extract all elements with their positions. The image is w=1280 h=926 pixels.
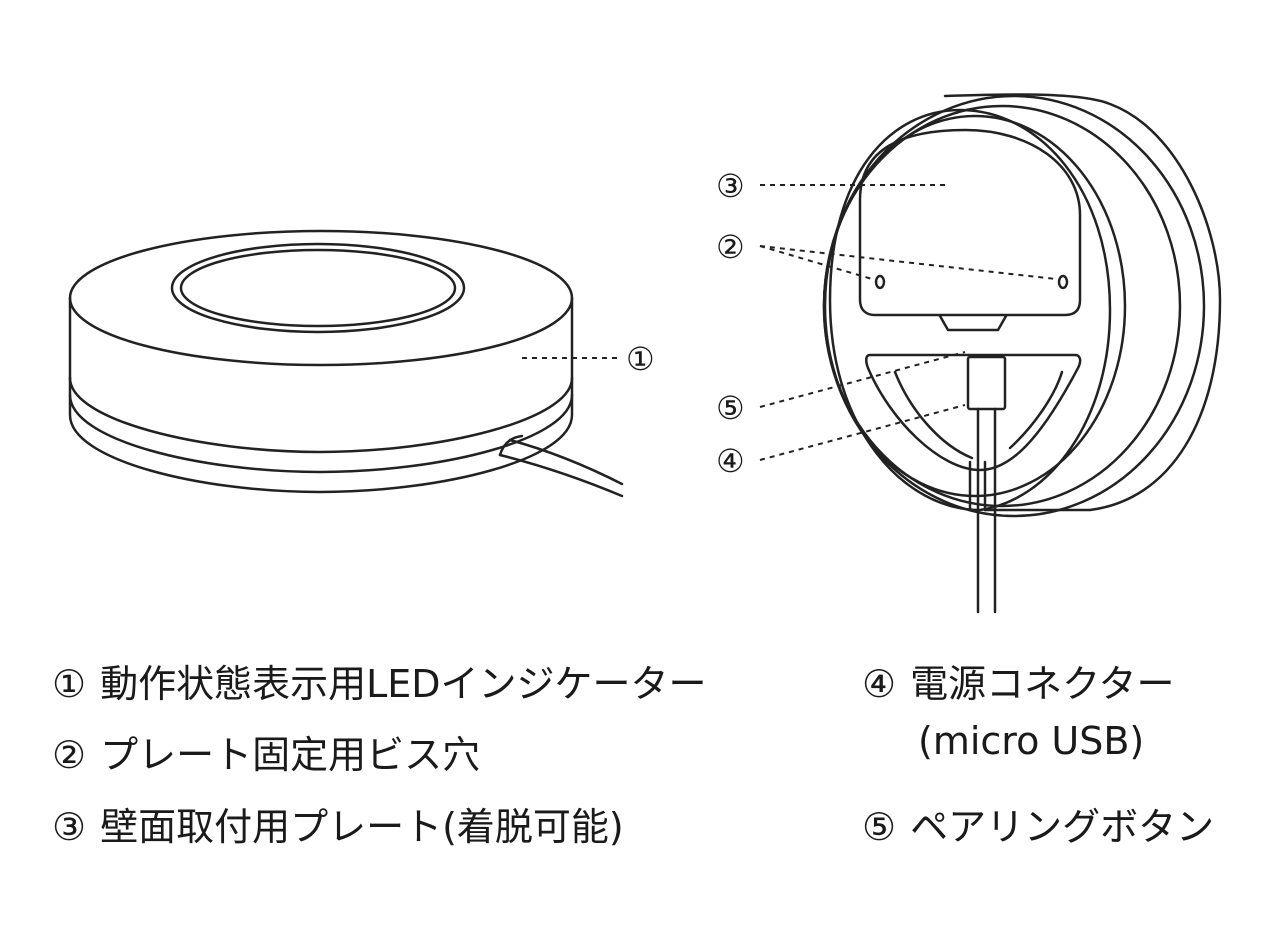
product-diagram: ① ③ ② ⑤ ④ — [68, 93, 1222, 614]
legend-item-5: ⑤ ペアリングボタン — [862, 808, 1214, 846]
device-back-view — [822, 93, 1222, 614]
legend-item-1: ① 動作状態表示用LEDインジケーター — [52, 665, 707, 703]
legend-number: ② — [52, 733, 87, 777]
callout-4: ④ — [716, 442, 745, 480]
legend-label: ペアリングボタン — [910, 805, 1215, 849]
callout-3: ③ — [716, 167, 745, 205]
legend-item-2: ② プレート固定用ビス穴 — [52, 736, 480, 774]
callout-1: ① — [626, 340, 655, 378]
legend-number: ③ — [52, 805, 87, 849]
legend-number: ⑤ — [862, 805, 897, 849]
legend-item-4-sub: (micro USB) — [918, 719, 1145, 763]
legend-label: 電源コネクター — [910, 662, 1175, 706]
device-front-view — [68, 229, 624, 498]
legend-number: ④ — [862, 662, 897, 706]
legend-item-3: ③ 壁面取付用プレート(着脱可能) — [52, 808, 624, 846]
legend-item-4: ④ 電源コネクター — [862, 665, 1175, 703]
legend-label: プレート固定用ビス穴 — [100, 733, 481, 777]
legend-label: 壁面取付用プレート(着脱可能) — [100, 805, 624, 849]
legend-number: ① — [52, 662, 87, 706]
callout-5: ⑤ — [716, 389, 745, 427]
callout-2: ② — [716, 228, 745, 266]
legend-label: 動作状態表示用LEDインジケーター — [100, 662, 707, 706]
